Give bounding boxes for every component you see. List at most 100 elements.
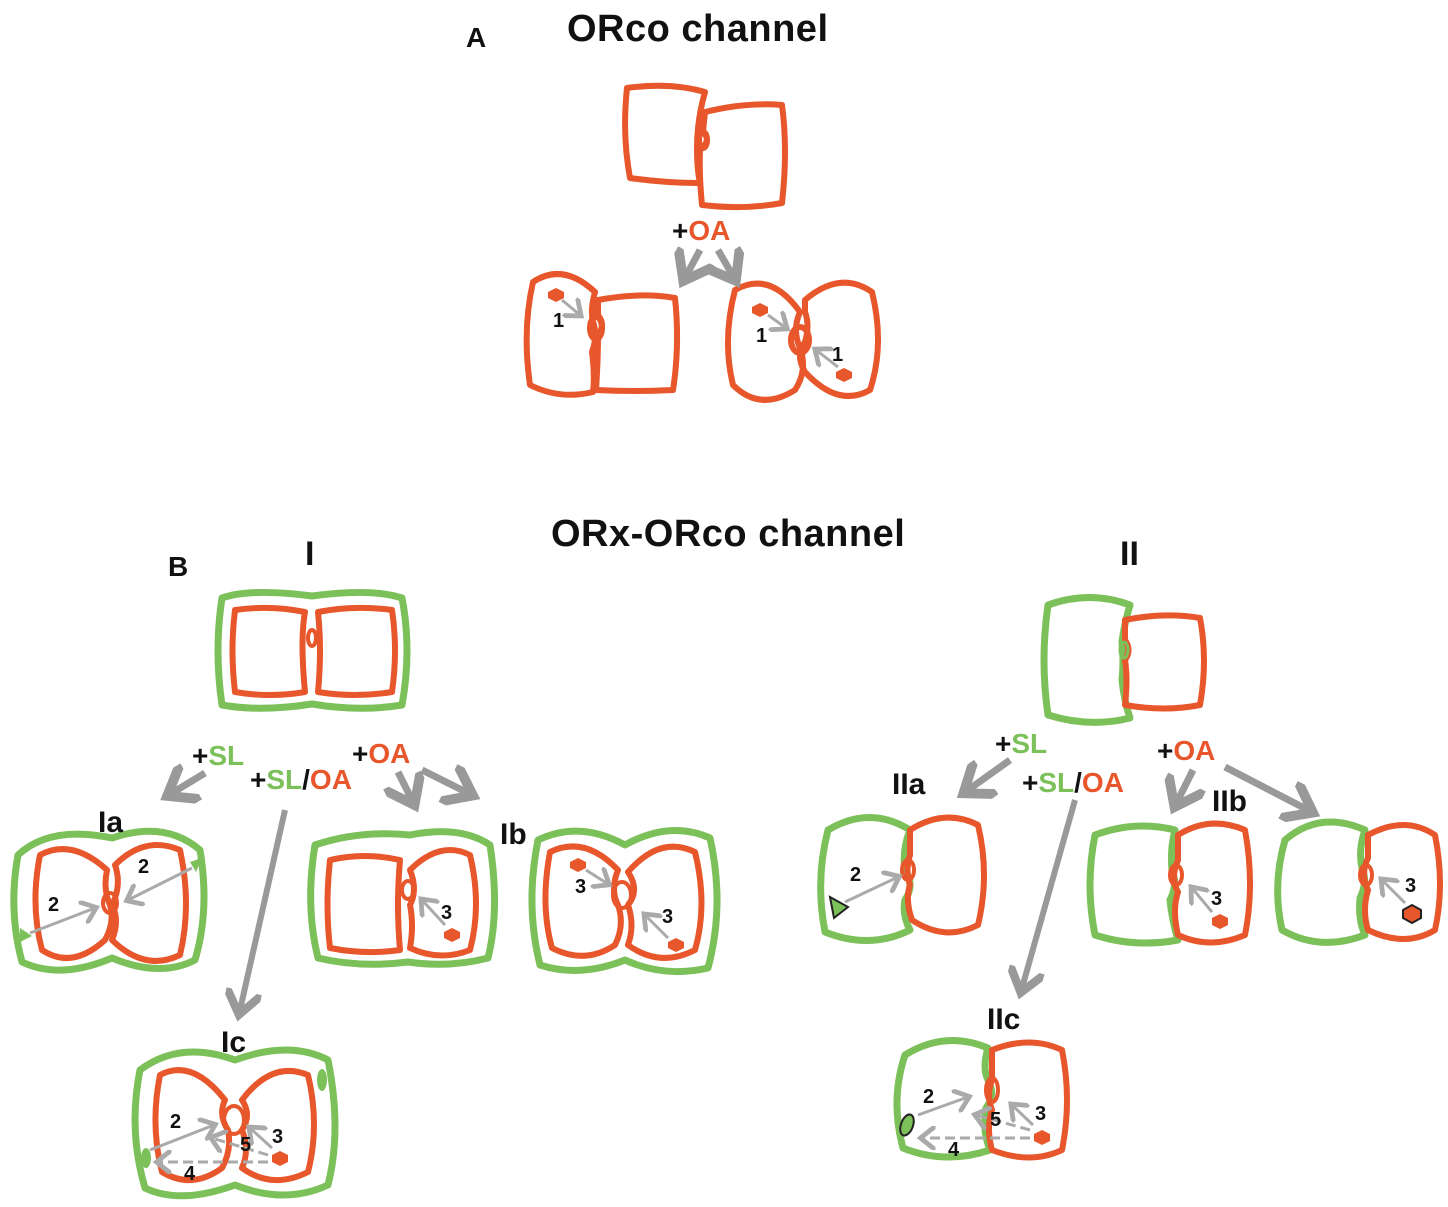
oa-ligand-icon <box>444 928 460 942</box>
oa-ligand-icon <box>752 303 768 317</box>
oa-text: OA <box>368 738 411 769</box>
treatment-arrow <box>686 250 700 276</box>
oa-ligand-icon <box>272 1151 288 1166</box>
slash: / <box>1074 767 1082 798</box>
treatment-sl: +SL <box>192 742 244 770</box>
orco-channel-open-one <box>523 271 681 398</box>
plus-sign: + <box>672 215 689 246</box>
oa-text: OA <box>309 764 352 795</box>
step-number: 3 <box>272 1126 284 1148</box>
treatment-oa: +OA <box>352 740 410 768</box>
step-number: 3 <box>1405 875 1417 897</box>
binding-arrow <box>1012 1105 1035 1127</box>
step-number: 2 <box>850 864 862 886</box>
panel-b-title: ORx-ORco channel <box>551 513 906 555</box>
oa-ligand-icon <box>668 938 684 952</box>
panel-b-letter: B <box>168 551 189 582</box>
channel-ib-two <box>528 826 721 976</box>
treatment-arrow <box>240 809 288 1010</box>
binding-arrow <box>250 1128 274 1150</box>
step-number: 3 <box>662 906 674 928</box>
step-number: 4 <box>184 1163 196 1185</box>
oa-ligand-icon <box>836 368 852 382</box>
oa-ligand-icon <box>1402 903 1422 925</box>
treatment-arrow <box>1022 799 1078 988</box>
plus-sign: + <box>1022 767 1039 798</box>
treatment-arrow <box>1177 768 1193 802</box>
oa-text: OA <box>1173 735 1216 766</box>
plus-sign: + <box>192 740 209 771</box>
oa-ligand-icon <box>570 858 586 872</box>
sl-text: SL <box>1011 728 1048 759</box>
treatment-sl: +SL <box>995 730 1047 758</box>
binding-arrow <box>585 870 608 884</box>
oa-text: OA <box>1081 767 1124 798</box>
binding-arrow <box>844 877 898 904</box>
subpanel-iic-label: IIc <box>987 1003 1021 1036</box>
step-number: 1 <box>832 344 844 366</box>
binding-arrow <box>128 866 193 900</box>
step-number: 2 <box>138 856 150 878</box>
step-number: 2 <box>923 1086 935 1108</box>
sl-text: SL <box>266 764 303 795</box>
treatment-arrow <box>1223 763 1308 810</box>
oa-ligand-icon <box>1212 914 1228 929</box>
step-number: 3 <box>1035 1103 1047 1125</box>
sl-text: SL <box>1038 767 1075 798</box>
subpanel-ib-label: Ib <box>500 818 527 851</box>
treatment-arrow <box>718 250 733 276</box>
signal-arrow-dashed <box>212 1138 269 1157</box>
sl-ligand-icon <box>190 858 202 872</box>
sl-ligand-icon <box>141 1148 151 1168</box>
sl-ligand-icon <box>828 895 850 920</box>
channel-iia <box>817 814 987 944</box>
step-number: 4 <box>948 1139 960 1161</box>
treatment-arrow <box>398 770 412 800</box>
panel-a-treatment: +OA <box>672 217 730 245</box>
plus-sign: + <box>352 738 369 769</box>
panel-a-letter: A <box>466 22 487 53</box>
oa-ligand-icon <box>548 288 564 302</box>
plus-sign: + <box>995 728 1012 759</box>
step-number: 1 <box>756 325 768 347</box>
panel-a-title: ORco channel <box>567 8 829 50</box>
step-number: 2 <box>170 1111 182 1133</box>
signal-arrow-dashed <box>976 1115 1031 1132</box>
binding-arrow <box>1192 888 1214 913</box>
step-number: 5 <box>990 1109 1002 1131</box>
sl-ligand-icon <box>317 1069 327 1091</box>
channel-iib-one <box>1086 820 1253 947</box>
treatment-oa: +OA <box>1157 737 1215 765</box>
sl-ligand-icon <box>899 1113 915 1137</box>
oa-ligand-icon <box>1034 1130 1050 1145</box>
step-number: 3 <box>1211 888 1223 910</box>
channel-iib-two <box>1274 818 1443 946</box>
binding-arrow <box>29 908 95 935</box>
sl-ligand-icon <box>20 928 32 942</box>
step-number: 1 <box>553 310 565 332</box>
group-i-label: I <box>305 535 315 573</box>
channel-ib-one <box>307 828 499 968</box>
subpanel-ia-label: Ia <box>98 806 124 839</box>
binding-arrow <box>816 350 839 369</box>
plus-sign: + <box>1157 735 1174 766</box>
channel-ia <box>10 827 208 974</box>
orco-channel-closed <box>622 82 788 211</box>
orx-orco-channel-closed <box>214 588 411 712</box>
sl-text: SL <box>208 740 245 771</box>
treatment-sl-oa: +SL/OA <box>1022 769 1124 797</box>
binding-arrow <box>645 915 670 940</box>
binding-arrow <box>422 900 447 927</box>
treatment-arrow <box>172 773 207 793</box>
treatment-arrow <box>420 770 468 793</box>
step-number: 2 <box>48 894 60 916</box>
binding-arrow <box>767 315 786 328</box>
group-ii-label: II <box>1120 535 1139 573</box>
step-number: 3 <box>441 902 453 924</box>
orx-orco-channel-closed-ii <box>1040 594 1207 726</box>
oa-text: OA <box>688 215 731 246</box>
subpanel-ic-label: Ic <box>221 1026 247 1059</box>
step-number: 3 <box>575 876 587 898</box>
binding-arrow <box>1382 880 1407 905</box>
